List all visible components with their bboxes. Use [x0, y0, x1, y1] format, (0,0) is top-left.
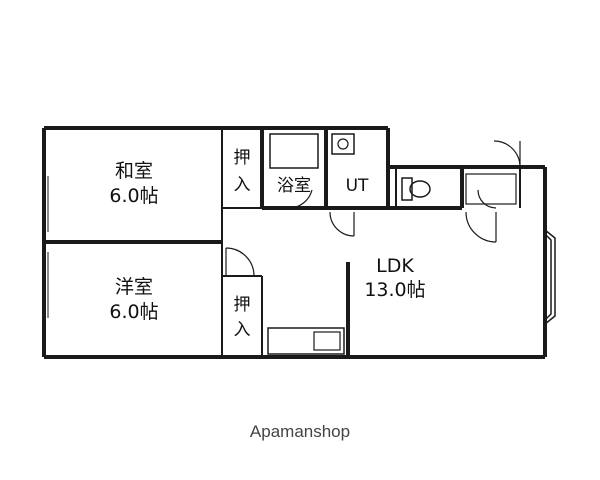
bath-label: 浴室 — [277, 176, 311, 196]
washitsu-label: 和室 — [115, 160, 153, 182]
youshitsu-label: 洋室 — [115, 276, 153, 298]
toilet-bowl — [409, 180, 431, 198]
brand-watermark: Apamanshop — [250, 422, 350, 441]
oshiire-bottom-label-2: 入 — [234, 320, 251, 340]
oshiire-bottom-label-1: 押 — [234, 295, 251, 315]
ldk-size: 13.0帖 — [364, 279, 425, 301]
genkan-box — [465, 173, 517, 205]
kitchen-sink — [313, 331, 341, 351]
oshiire-top-label-2: 入 — [234, 175, 251, 195]
youshitsu-size: 6.0帖 — [109, 301, 158, 323]
door-swings — [225, 140, 521, 277]
washitsu-size: 6.0帖 — [109, 185, 158, 207]
ut-label: UT — [346, 176, 369, 196]
ldk-label: LDK — [376, 255, 414, 277]
kitchen-counter — [267, 327, 345, 355]
bathtub — [269, 133, 319, 169]
oshiire-top-label-1: 押 — [234, 148, 251, 168]
sink — [331, 133, 355, 155]
outer-walls — [42, 126, 547, 359]
toilet-tank — [401, 177, 413, 201]
partitions — [221, 128, 521, 357]
bay-window — [544, 229, 556, 325]
